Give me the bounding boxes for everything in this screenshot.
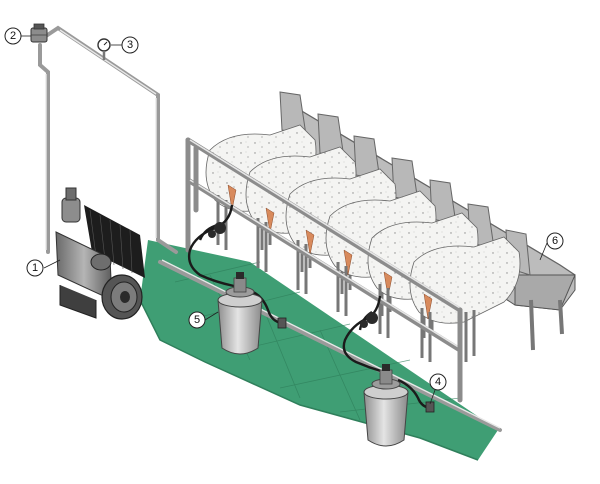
callout-3-label: 3	[127, 39, 133, 51]
sheep-group	[205, 124, 521, 362]
callout-6: 6	[546, 232, 564, 250]
milking-bucket-right	[363, 364, 409, 447]
callout-5-label: 5	[194, 314, 200, 326]
stall-rails	[185, 137, 463, 403]
callout-3: 3	[121, 36, 139, 54]
leader-lines	[21, 35, 548, 405]
vacuum-regulator-icon	[30, 23, 48, 43]
callout-6-label: 6	[552, 235, 558, 247]
callout-2-label: 2	[10, 30, 16, 42]
milking-cluster-left	[187, 204, 283, 325]
milking-cluster-right	[342, 295, 433, 410]
callout-4-label: 4	[435, 376, 441, 388]
vacuum-pump-icon	[55, 187, 145, 320]
vacuum-tap-icon	[277, 317, 435, 413]
callout-1-label: 1	[32, 262, 38, 274]
vacuum-gauge-icon	[97, 38, 111, 60]
sheep-6	[409, 236, 521, 362]
callout-4: 4	[429, 373, 447, 391]
callout-1: 1	[26, 259, 44, 277]
milking-bucket-icon	[217, 272, 409, 447]
vacuum-pipeline	[38, 25, 502, 432]
callout-2: 2	[4, 27, 22, 45]
callout-5: 5	[188, 311, 206, 329]
milking-bucket-left	[217, 272, 263, 355]
